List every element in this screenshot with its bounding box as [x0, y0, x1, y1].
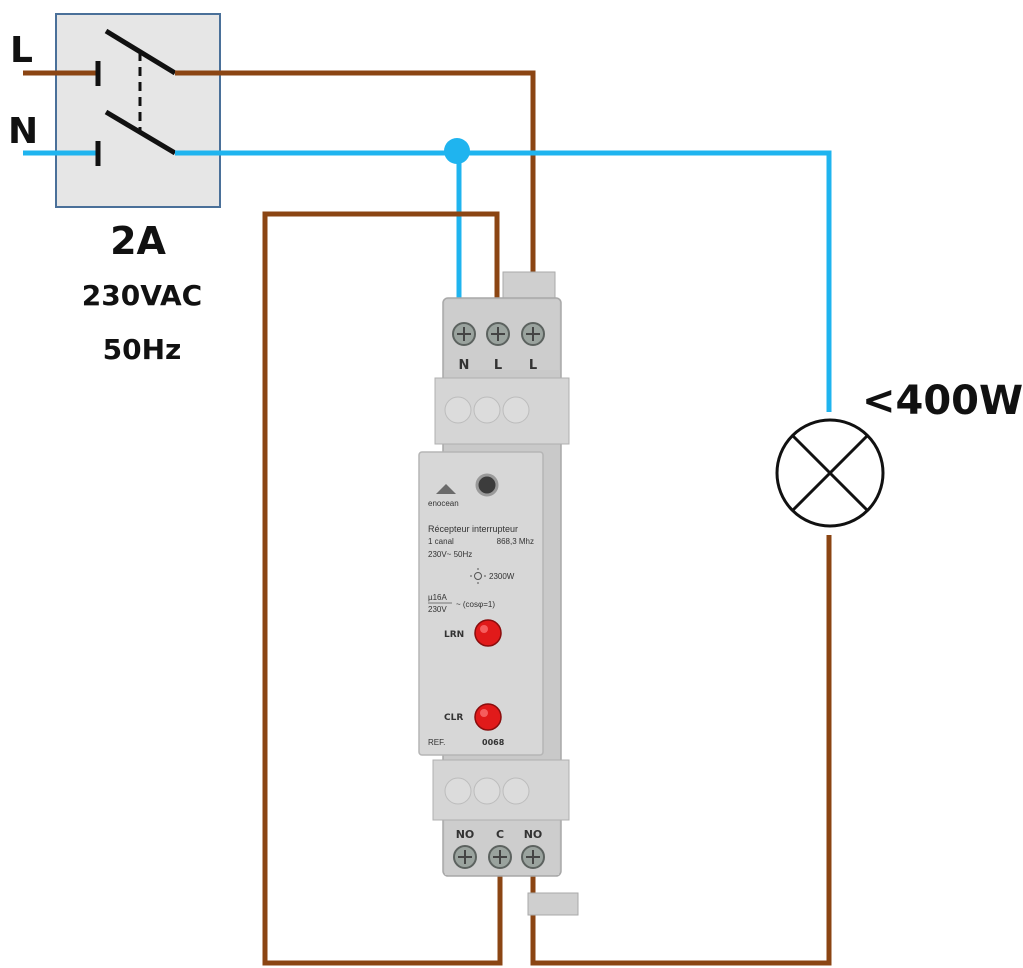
supply-label: 230V~ 50Hz — [428, 550, 472, 559]
ref-label: REF. — [428, 738, 445, 747]
ref-value: 0068 — [482, 738, 505, 747]
device-title: Récepteur interrupteur — [428, 524, 518, 534]
line-label: L — [10, 30, 33, 71]
live-loop-to-common — [262, 211, 503, 966]
contact-current-label: µ16A — [428, 593, 448, 602]
lamp-power-label: <400W — [862, 378, 1023, 424]
neutral-label: N — [8, 111, 38, 152]
cos-phi-label: ~ (cosφ=1) — [456, 600, 495, 609]
top-terminal-n — [452, 322, 476, 346]
lamp-rating-label: 2300W — [489, 572, 515, 581]
indicator-led-icon — [475, 473, 499, 497]
bottom-terminal-no2 — [521, 845, 545, 869]
breaker-rating: 2A — [110, 219, 166, 263]
radio-frequency-label: 868,3 Mhz — [497, 537, 534, 546]
bottom-terminal-c — [488, 845, 512, 869]
terminal-label-c: C — [496, 828, 504, 841]
terminal-label-no1: NO — [456, 828, 475, 841]
contact-voltage-label: 230V — [428, 605, 447, 614]
terminal-label-l2: L — [529, 358, 537, 373]
learn-button[interactable] — [474, 619, 502, 647]
enocean-receiver-module — [418, 271, 579, 916]
lamp-symbol — [775, 418, 885, 528]
learn-button-label: LRN — [444, 630, 464, 640]
terminal-label-n: N — [459, 358, 470, 373]
live-wire-to-device — [175, 70, 536, 330]
top-terminal-l1 — [486, 322, 510, 346]
lamp-load-icon — [470, 568, 486, 584]
enocean-logo-icon — [436, 484, 456, 494]
neutral-wire-to-lamp — [175, 150, 832, 412]
terminal-label-no2: NO — [524, 828, 543, 841]
clear-button[interactable] — [474, 703, 502, 731]
breaker-frequency: 50Hz — [103, 333, 182, 366]
clear-button-label: CLR — [444, 713, 463, 723]
bottom-terminal-no1 — [453, 845, 477, 869]
learn-button-highlight — [480, 625, 488, 633]
terminal-label-l1: L — [494, 358, 502, 373]
breaker-voltage: 230VAC — [82, 279, 202, 312]
top-terminal-l2 — [521, 322, 545, 346]
channels-label: 1 canal — [428, 537, 454, 546]
neutral-junction-dot — [444, 138, 470, 164]
circuit-breaker-box — [55, 13, 221, 208]
brand-label: enocean — [428, 499, 459, 508]
clear-button-highlight — [480, 709, 488, 717]
